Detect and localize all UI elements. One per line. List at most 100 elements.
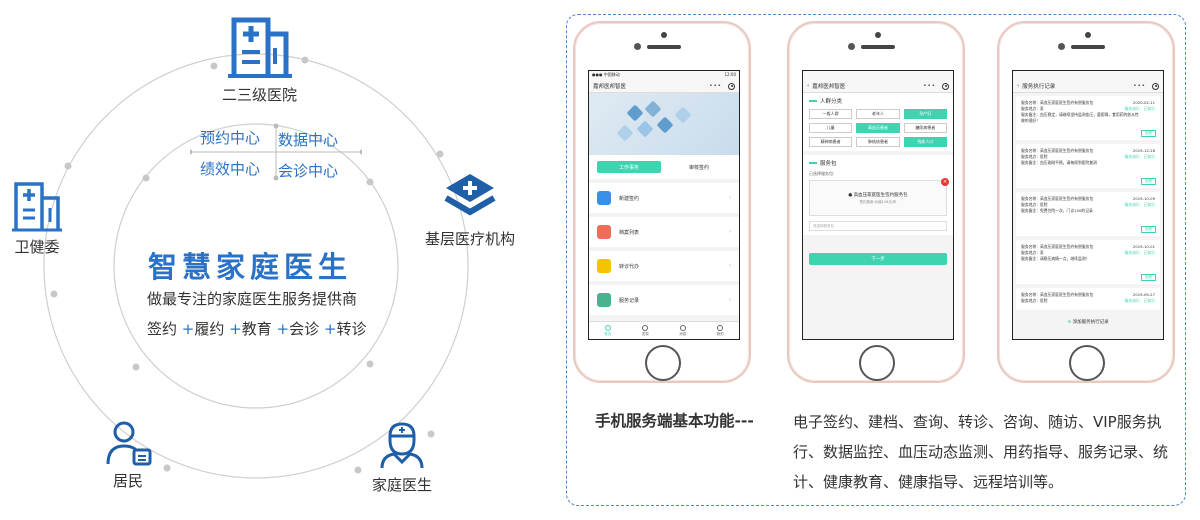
crowd-option[interactable]: 高血压患者	[856, 123, 900, 133]
menu-item-label: 服务记录	[619, 297, 640, 304]
tabbar-item[interactable]: 消息	[664, 322, 702, 339]
tabbar-icon	[679, 324, 686, 331]
close-mini-icon[interactable]	[942, 82, 949, 90]
package-name: ● 高血压家庭医生签约服务包	[848, 192, 908, 198]
package-heading: 服务包	[809, 159, 947, 167]
status-bar	[1013, 71, 1163, 80]
crowd-option[interactable]: 残疾人口	[903, 137, 947, 147]
crowd-option[interactable]: 孕产妇	[903, 109, 947, 119]
records-title: 服务执行记录	[1022, 84, 1056, 90]
record-place: 服务地点：医院	[1021, 298, 1048, 303]
chevron-right-icon: ›	[729, 195, 731, 201]
tabbar-label: 首页	[604, 331, 612, 336]
close-mini-icon[interactable]	[728, 82, 735, 90]
view-button[interactable]: 查看	[1141, 226, 1156, 233]
ring-dot	[132, 363, 140, 371]
ring-dot	[354, 466, 362, 474]
record-note: 服务备注：请稳压病情一点，继续监测！	[1021, 256, 1090, 261]
record-note: 服务备注：血压稳定，请继续坚持监测血压，遵医嘱，食用药的依从性做的很好！	[1021, 112, 1139, 123]
view-button[interactable]: 查看	[1141, 130, 1156, 137]
mobile-features-panel: ●●● 中国移动 12:00 嘉邦医邦智医 ••• 工作事务 审核签约 新建签约…	[566, 14, 1186, 506]
nav-bar: ‹ 服务执行记录 •••	[1013, 80, 1163, 93]
inner-ring	[113, 123, 399, 409]
crowd-option[interactable]: 儿童	[809, 123, 853, 133]
more-icon[interactable]: •••	[1133, 83, 1146, 89]
menu-item[interactable]: 档案列表›	[589, 217, 739, 247]
crowd-option[interactable]: 糖尿病患者	[903, 123, 947, 133]
record-name: 服务名称：高血压家庭医生签约有偿服务包	[1021, 100, 1094, 105]
record-place: 服务地点：家	[1021, 250, 1044, 255]
home-tabs: 工作事务 审核签约	[589, 155, 739, 179]
tabbar-icon	[717, 324, 724, 331]
tab-work[interactable]: 工作事务	[597, 161, 661, 173]
crowd-section: 人群分类 一般人群老年人孕产妇儿童高血压患者糖尿病患者精神病患者肺结核患者残疾人…	[803, 93, 953, 151]
menu-item-label: 新建签约	[619, 195, 640, 202]
nav-bar: 嘉邦医邦智医 •••	[589, 80, 739, 93]
tabbar-label: 消息	[679, 331, 687, 336]
view-button[interactable]: 查看	[1141, 274, 1156, 281]
record-status: 服务执行：已执行	[1124, 250, 1155, 255]
package-card[interactable]: ● 高血压家庭医生签约服务包 签约费用:价值116元/年 ×	[809, 178, 949, 216]
service-booking-center: 预约中心	[200, 129, 261, 147]
menu-item-icon	[597, 225, 611, 239]
flow-step: 转诊	[336, 320, 367, 338]
app-title: 嘉邦医邦智医	[812, 84, 846, 90]
back-icon[interactable]: ‹	[807, 83, 810, 89]
back-icon[interactable]: ‹	[1017, 83, 1020, 89]
menu-item[interactable]: 转诊代办›	[589, 251, 739, 281]
package-detail: 签约费用:价值116元/年	[859, 199, 897, 204]
crowd-option[interactable]: 老年人	[856, 109, 900, 119]
flow-step: 履约	[194, 320, 225, 338]
bottom-tabbar: 首页 发现消息 我的	[589, 321, 739, 339]
home-button[interactable]	[645, 345, 681, 381]
tab-review[interactable]: 审核签约	[667, 161, 731, 173]
crowd-option[interactable]: 肺结核患者	[856, 137, 900, 147]
hospital-node: 二三级医院	[222, 14, 297, 105]
remove-icon[interactable]: ×	[941, 178, 949, 186]
record-note: 服务备注：血压刚刚平稳，请每周到医院复测	[1021, 160, 1097, 165]
tabbar-item[interactable]: 我的	[702, 322, 740, 339]
flow-plus: +	[177, 320, 195, 338]
flow-step: 签约	[147, 320, 178, 338]
record-status: 服务执行：已执行	[1124, 154, 1155, 159]
ring-dot	[50, 290, 58, 298]
status-bar: ●●● 中国移动 12:00	[589, 71, 739, 80]
record-date: 2019-10-09	[1132, 196, 1155, 201]
more-icon[interactable]: •••	[709, 83, 722, 89]
health-committee-label: 卫健委	[14, 238, 60, 256]
government-building-icon	[12, 182, 62, 232]
next-button[interactable]: 下一步	[809, 253, 947, 265]
flow-plus: +	[224, 320, 242, 338]
crowd-option[interactable]: 精神病患者	[809, 137, 853, 147]
crowd-option[interactable]: 一般人群	[809, 109, 853, 119]
features-title: 手机服务端基本功能---	[595, 412, 754, 430]
menu-item[interactable]: 服务记录›	[589, 285, 739, 315]
menu-item[interactable]: 新建签约 ›	[589, 183, 739, 213]
family-doctor-label: 家庭医生	[372, 476, 433, 494]
hospital-label: 二三级医院	[222, 86, 298, 104]
home-button[interactable]	[1069, 345, 1105, 381]
package-section: 服务包 已选择服务包: ● 高血压家庭医生签约服务包 签约费用:价值116元/年…	[803, 155, 953, 235]
record-date: 2020-02-11	[1132, 100, 1155, 105]
resident-icon	[106, 421, 152, 466]
close-mini-icon[interactable]	[1152, 82, 1159, 90]
tabbar-item[interactable]: 首页	[589, 322, 627, 339]
ring-dot	[366, 178, 374, 186]
phone-records: ‹ 服务执行记录 ••• 服务名称：高血压家庭医生签约有偿服务包 2020-02-…	[997, 21, 1175, 383]
add-record-link[interactable]: 添加服务执行记录	[1013, 319, 1163, 325]
record-date: 2019-10-01	[1132, 244, 1155, 249]
package-select[interactable]: 请选择服务包	[809, 221, 947, 231]
record-place: 服务地点：医院	[1021, 154, 1048, 159]
tabbar-item[interactable]: 发现	[627, 322, 665, 339]
ring-dot	[301, 56, 309, 64]
status-time: 12:00	[724, 72, 736, 77]
chevron-right-icon: ›	[729, 263, 731, 269]
record-place: 服务地点：医院	[1021, 202, 1048, 207]
banner-image	[589, 93, 739, 155]
home-screen: ●●● 中国移动 12:00 嘉邦医邦智医 ••• 工作事务 审核签约 新建签约…	[588, 70, 740, 340]
more-icon[interactable]: •••	[923, 83, 936, 89]
home-button[interactable]	[859, 345, 895, 381]
features-description: 电子签约、建档、查询、转诊、咨询、随访、VIP服务执行、数据监控、血压动态监测、…	[793, 413, 1169, 491]
view-button[interactable]: 查看	[1141, 178, 1156, 185]
